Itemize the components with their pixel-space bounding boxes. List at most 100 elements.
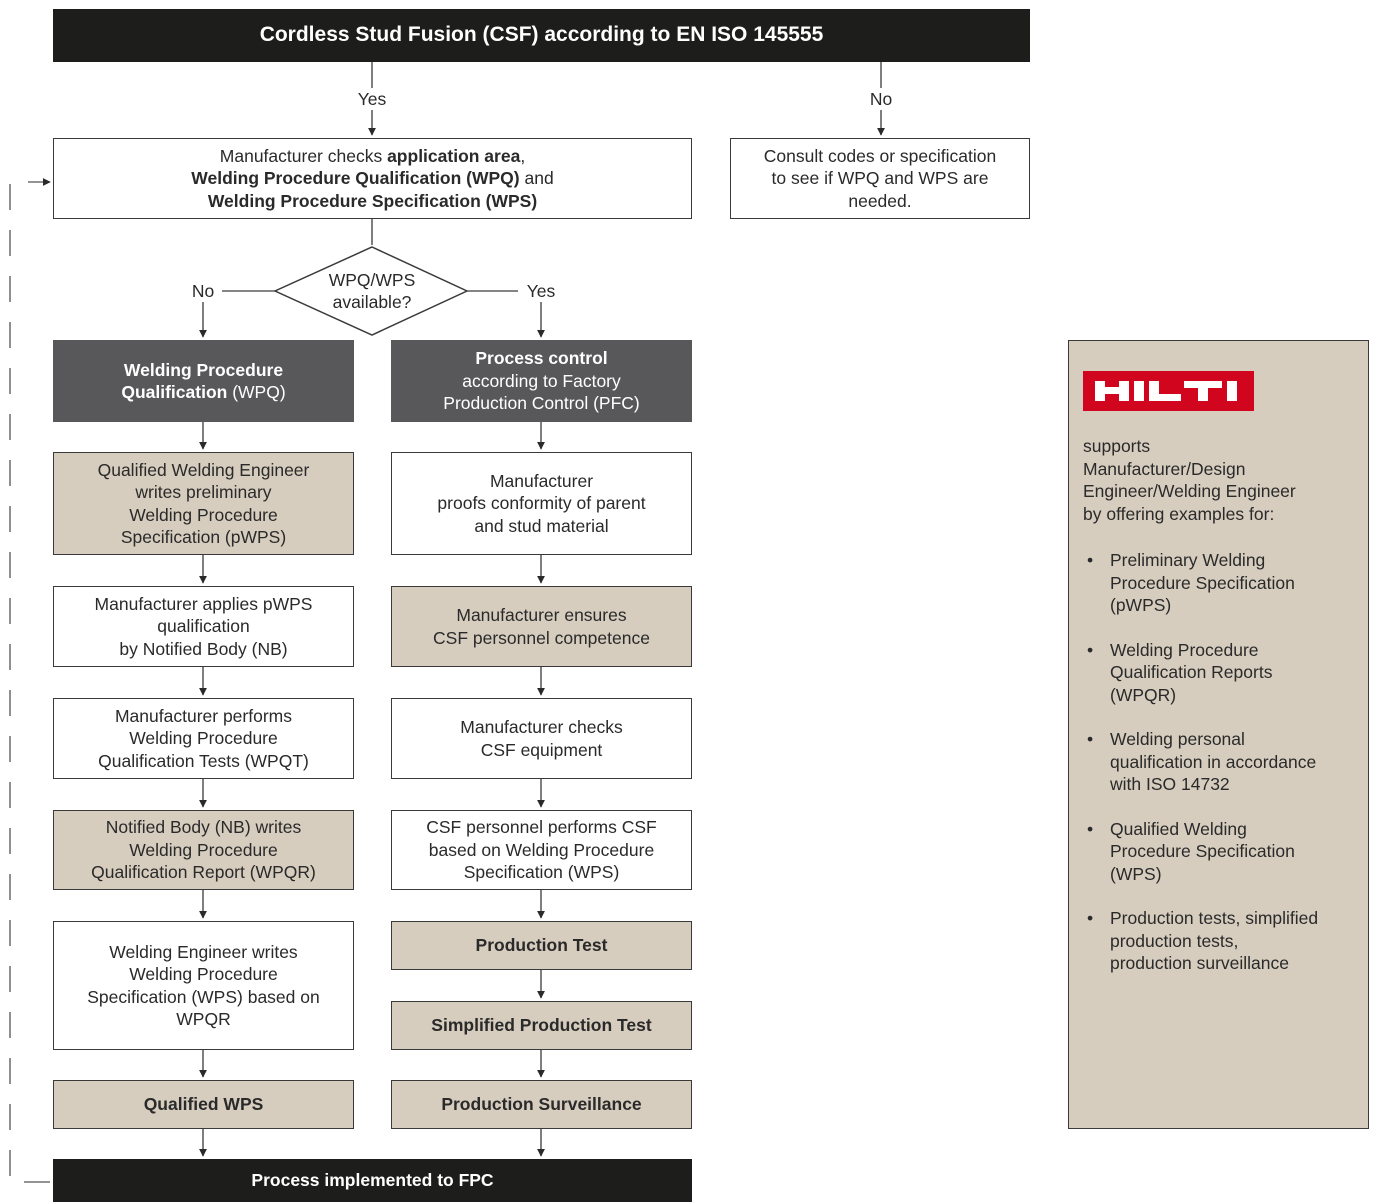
yes-label-decision: Yes <box>524 281 558 301</box>
checks-text: Manufacturer checks <box>219 145 388 166</box>
csf-equipment-box: Manufacturer checks CSF equipment <box>391 698 692 779</box>
pc-head-bold: Process control <box>475 348 608 369</box>
item-line: (pWPS) <box>1110 595 1172 615</box>
intro-line: by offering examples for: <box>1083 503 1275 524</box>
decision-line: available? <box>332 292 412 312</box>
box-line: CSF equipment <box>480 739 603 760</box>
decision-line: WPQ/WPS <box>328 270 416 290</box>
item-line: production surveillance <box>1110 953 1289 973</box>
item-line: Qualified Welding <box>1110 818 1247 839</box>
no-label-top: No <box>867 89 895 109</box>
bottom-text: Process implemented to FPC <box>251 1170 494 1191</box>
diagram-title: Cordless Stud Fusion (CSF) according to … <box>53 9 1030 62</box>
box-line: by Notified Body (NB) <box>119 638 288 659</box>
consult-line: to see if WPQ and WPS are <box>771 168 989 189</box>
list-item: • Preliminary Welding Procedure Specific… <box>1083 549 1363 617</box>
box-line: Specification (WPS) based on <box>87 986 320 1007</box>
manufacturer-checks-box: Manufacturer checks application area, We… <box>53 138 692 219</box>
writes-wps-box: Welding Engineer writes Welding Procedur… <box>53 921 354 1050</box>
box-line: Welding Procedure <box>129 728 278 749</box>
box-line: according to Factory <box>462 370 621 391</box>
item-line: Preliminary Welding <box>1110 550 1266 570</box>
box-line: Manufacturer applies pWPS <box>94 593 313 614</box>
item-line: Procedure Specification <box>1110 841 1295 861</box>
applies-pwps-box: Manufacturer applies pWPS qualification … <box>53 586 354 667</box>
wpq-head-bold: Welding Procedure <box>123 359 284 380</box>
box-line: Specification (WPS) <box>463 862 620 883</box>
title-text: Cordless Stud Fusion (CSF) according to … <box>259 23 824 47</box>
wpqr-box: Notified Body (NB) writes Welding Proced… <box>53 810 354 890</box>
item-line: Welding Procedure <box>1110 639 1259 660</box>
box-line: Welding Procedure <box>129 964 278 984</box>
conformity-box: Manufacturer proofs conformity of parent… <box>391 452 692 555</box>
box-line: and stud material <box>474 515 609 536</box>
item-line: with ISO 14732 <box>1110 774 1230 794</box>
box-line: proofs conformity of parent <box>437 493 646 514</box>
bullet: • <box>1087 818 1094 839</box>
box-line: writes preliminary <box>135 482 272 502</box>
intro-line: Manufacturer/Design <box>1083 458 1246 479</box>
box-line: Welding Engineer writes <box>109 941 298 962</box>
box-line: Welding Procedure <box>129 504 278 525</box>
list-item: • Qualified Welding Procedure Specificat… <box>1083 818 1363 886</box>
bullet: • <box>1087 908 1094 928</box>
production-surveillance-box: Production Surveillance <box>391 1080 692 1129</box>
and-text: and <box>519 168 554 189</box>
panel-intro: supports Manufacturer/Design Engineer/We… <box>1083 435 1353 525</box>
qualified-wps-box: Qualified WPS <box>53 1080 354 1129</box>
list-item: • Welding personal qualification in acco… <box>1083 728 1363 796</box>
hilti-support-panel: supports Manufacturer/Design Engineer/We… <box>1068 340 1369 1129</box>
item-line: Qualification Reports <box>1110 662 1273 682</box>
box-line: Specification (pWPS) <box>120 527 287 547</box>
hilti-logo <box>1083 371 1254 411</box>
box-line: Qualification Tests (WPQT) <box>98 750 309 771</box>
box-line: Manufacturer checks <box>460 717 623 737</box>
box-line: Production Surveillance <box>441 1094 642 1115</box>
intro-line: Engineer/Welding Engineer <box>1083 481 1296 501</box>
wps-text: Welding Procedure Specification (WPS) <box>207 190 538 211</box>
item-line: (WPQR) <box>1110 684 1177 705</box>
production-test-box: Production Test <box>391 921 692 970</box>
yes-label-top: Yes <box>355 89 389 109</box>
decision-diamond <box>273 246 469 336</box>
box-line: Notified Body (NB) writes <box>105 817 302 838</box>
consult-line: Consult codes or specification <box>763 145 997 166</box>
box-line: Simplified Production Test <box>431 1015 652 1036</box>
box-line: Qualified WPS <box>143 1094 264 1115</box>
item-line: production tests, <box>1110 930 1239 951</box>
process-control-box: Process control according to Factory Pro… <box>391 340 692 422</box>
box-line: CSF personnel performs CSF <box>426 817 657 838</box>
box-line: Qualification Report (WPQR) <box>91 862 316 883</box>
box-line: Welding Procedure <box>129 839 278 860</box>
consult-line: needed. <box>848 190 912 211</box>
item-line: Welding personal <box>1110 729 1245 749</box>
simplified-production-test-box: Simplified Production Test <box>391 1001 692 1050</box>
list-item: • Welding Procedure Qualification Report… <box>1083 639 1363 707</box>
wpqt-box: Manufacturer performs Welding Procedure … <box>53 698 354 779</box>
box-line: based on Welding Procedure <box>428 839 655 860</box>
item-line: Procedure Specification <box>1110 572 1295 593</box>
item-line: qualification in accordance <box>1110 751 1317 772</box>
box-line: Manufacturer performs <box>114 705 292 726</box>
box-line: Production Control (PFC) <box>443 393 640 414</box>
consult-codes-box: Consult codes or specification to see if… <box>730 138 1030 219</box>
box-line: CSF personnel competence <box>433 627 650 648</box>
comma-text: , <box>520 145 526 166</box>
process-implemented-bar: Process implemented to FPC <box>53 1159 692 1202</box>
hilti-logo-mark <box>1095 381 1237 401</box>
bullet: • <box>1087 729 1094 749</box>
bullet: • <box>1087 639 1094 660</box>
box-line: Production Test <box>475 935 608 956</box>
bullet: • <box>1087 550 1094 570</box>
box-line: qualification <box>157 616 250 637</box>
wpq-text: Welding Procedure Qualification (WPQ) <box>191 168 520 189</box>
item-line: (WPS) <box>1110 863 1162 884</box>
no-label-decision: No <box>189 281 217 301</box>
examples-list: • Preliminary Welding Procedure Specific… <box>1083 549 1363 997</box>
personnel-competence-box: Manufacturer ensures CSF personnel compe… <box>391 586 692 667</box>
box-line: WPQR <box>176 1009 231 1029</box>
pwps-box: Qualified Welding Engineer writes prelim… <box>53 452 354 555</box>
wpq-header-box: Welding Procedure Qualification (WPQ) <box>53 340 354 422</box>
box-line: Manufacturer <box>489 470 594 491</box>
performs-csf-box: CSF personnel performs CSF based on Weld… <box>391 810 692 890</box>
